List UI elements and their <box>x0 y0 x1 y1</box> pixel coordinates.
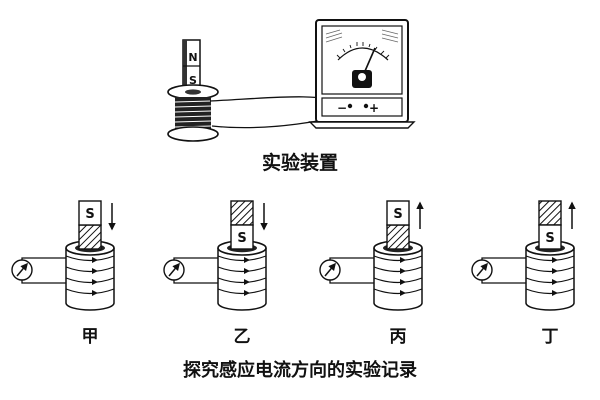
turn-arrow-icon <box>400 279 406 285</box>
magnet-labeled-pole <box>230 224 254 250</box>
record-caption: 探究感应电流方向的实验记录 <box>183 360 417 381</box>
turn-arrow-icon <box>244 279 250 285</box>
turn-arrow-icon <box>552 279 558 285</box>
turn-arrow-icon <box>552 290 558 296</box>
coil-body <box>65 248 115 311</box>
coil-body <box>217 248 267 311</box>
magnet-pole-label: S <box>85 207 94 222</box>
meter-positive-label: + <box>369 101 379 115</box>
coil-turn <box>525 266 575 273</box>
experiment-setup: S <box>11 200 116 311</box>
coil-turn <box>217 255 267 262</box>
turn-arrow-icon <box>400 290 406 296</box>
experiment-setup: S <box>163 200 268 311</box>
coil-turn <box>65 255 115 262</box>
experiment-label-ding: 丁 <box>541 327 559 347</box>
coil-turn <box>373 255 423 262</box>
coil-turn <box>217 266 267 273</box>
magnet-south-label: S <box>189 74 197 87</box>
turn-arrow-icon <box>244 257 250 263</box>
coil-body <box>373 248 423 311</box>
galvanometer-needle <box>168 262 180 277</box>
apparatus: N S <box>167 19 416 142</box>
experiment-label-bing: 丙 <box>389 327 407 347</box>
turn-arrow-icon <box>244 290 250 296</box>
galvanometer: − + <box>308 19 416 129</box>
turn-arrow-icon <box>244 268 250 274</box>
experiment-label-jia: 甲 <box>81 327 99 347</box>
turn-arrow-icon <box>92 290 98 296</box>
turn-arrow-icon <box>552 268 558 274</box>
experiment-setup: S <box>319 200 424 311</box>
coil-turn <box>525 277 575 284</box>
turn-arrow-icon <box>92 279 98 285</box>
magnet-hatched-pole <box>538 200 562 226</box>
turn-arrow-icon <box>400 268 406 274</box>
bar-magnet: N S <box>182 39 201 91</box>
magnet-pole-label: S <box>545 231 554 246</box>
coil-turn <box>373 288 423 295</box>
experiments: S S S S <box>11 200 576 311</box>
magnet-pole-label: S <box>237 231 246 246</box>
galvanometer-needle <box>476 262 488 277</box>
meter-negative-label: − <box>337 101 347 115</box>
coil-turn <box>65 277 115 284</box>
coil-turn <box>65 266 115 273</box>
galvanometer-needle <box>16 262 28 277</box>
coil-body <box>525 248 575 311</box>
magnet-hatched-pole <box>78 224 102 250</box>
galvanometer-needle <box>324 262 336 277</box>
magnet-labeled-pole <box>78 200 102 226</box>
magnet-north-label: N <box>188 51 197 64</box>
coil-turn <box>373 277 423 284</box>
apparatus-caption: 实验装置 <box>261 152 338 174</box>
magnet-hatched-pole <box>230 200 254 226</box>
coil-turn <box>373 266 423 273</box>
coil-turn <box>217 277 267 284</box>
coil-turn <box>217 288 267 295</box>
turn-arrow-icon <box>400 257 406 263</box>
turn-arrow-icon <box>92 268 98 274</box>
coil-turn <box>525 288 575 295</box>
magnet-labeled-pole <box>386 200 410 226</box>
magnet-labeled-pole <box>538 224 562 250</box>
coil-turn <box>525 255 575 262</box>
coil-turn <box>65 288 115 295</box>
magnet-hatched-pole <box>386 224 410 250</box>
coil-spool <box>167 84 219 142</box>
experiment-setup: S <box>471 200 576 311</box>
turn-arrow-icon <box>92 257 98 263</box>
turn-arrow-icon <box>552 257 558 263</box>
magnet-pole-label: S <box>393 207 402 222</box>
experiment-label-yi: 乙 <box>233 327 251 347</box>
